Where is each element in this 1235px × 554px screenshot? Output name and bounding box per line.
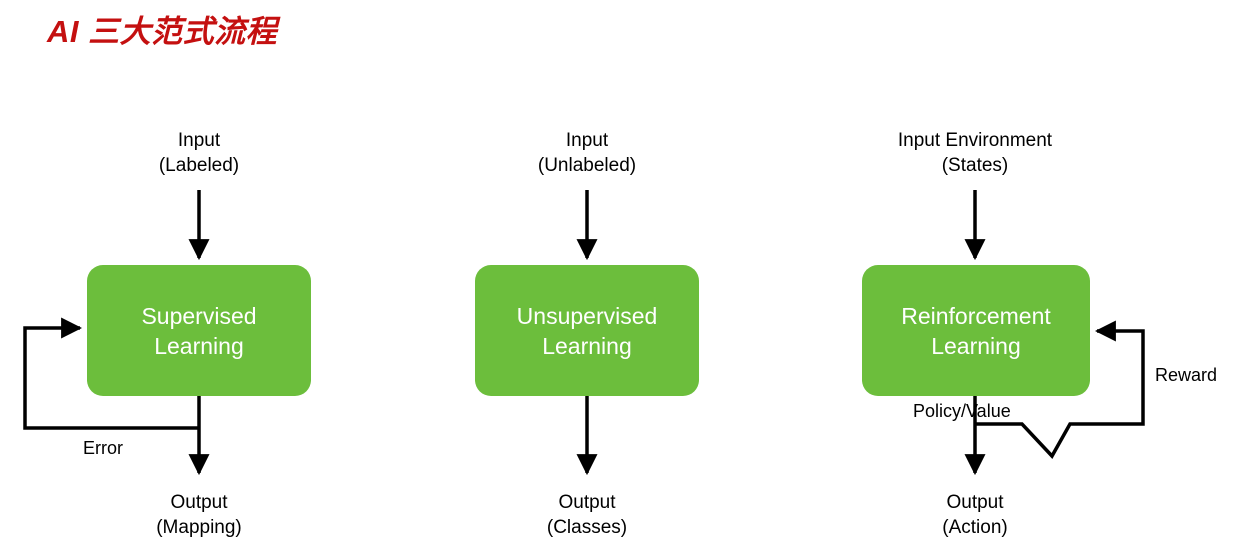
input-label-supervised: Input (Labeled): [158, 130, 240, 176]
feedback-loop-reward: [975, 320, 1145, 459]
feedback-loop-error: [23, 317, 199, 430]
node-unsupervised-learning[interactable]: Unsupervised Learning: [475, 265, 699, 396]
edge-label-reward: Reward: [1155, 365, 1218, 385]
output-label-unsupervised: Output (Classes): [546, 492, 628, 538]
input-label-unsupervised: Input (Unlabeled): [537, 130, 637, 176]
output-label-supervised: Output (Mapping): [156, 492, 242, 538]
input-label-reinforcement: Input Environment (States): [897, 130, 1053, 176]
edge-label-error: Error: [83, 438, 123, 458]
output-label-reinforcement: Output (Action): [942, 492, 1008, 538]
node-reinforcement-learning-label: Reinforcement Learning: [901, 302, 1051, 359]
page-title: AI 三大范式流程: [47, 14, 278, 49]
node-unsupervised-learning-label: Unsupervised Learning: [516, 302, 658, 359]
edge-label-policy-value: Policy/Value: [913, 401, 1011, 421]
node-supervised-learning-label: Supervised Learning: [141, 302, 257, 359]
node-reinforcement-learning[interactable]: Reinforcement Learning: [862, 265, 1090, 396]
node-supervised-learning[interactable]: Supervised Learning: [87, 265, 311, 396]
